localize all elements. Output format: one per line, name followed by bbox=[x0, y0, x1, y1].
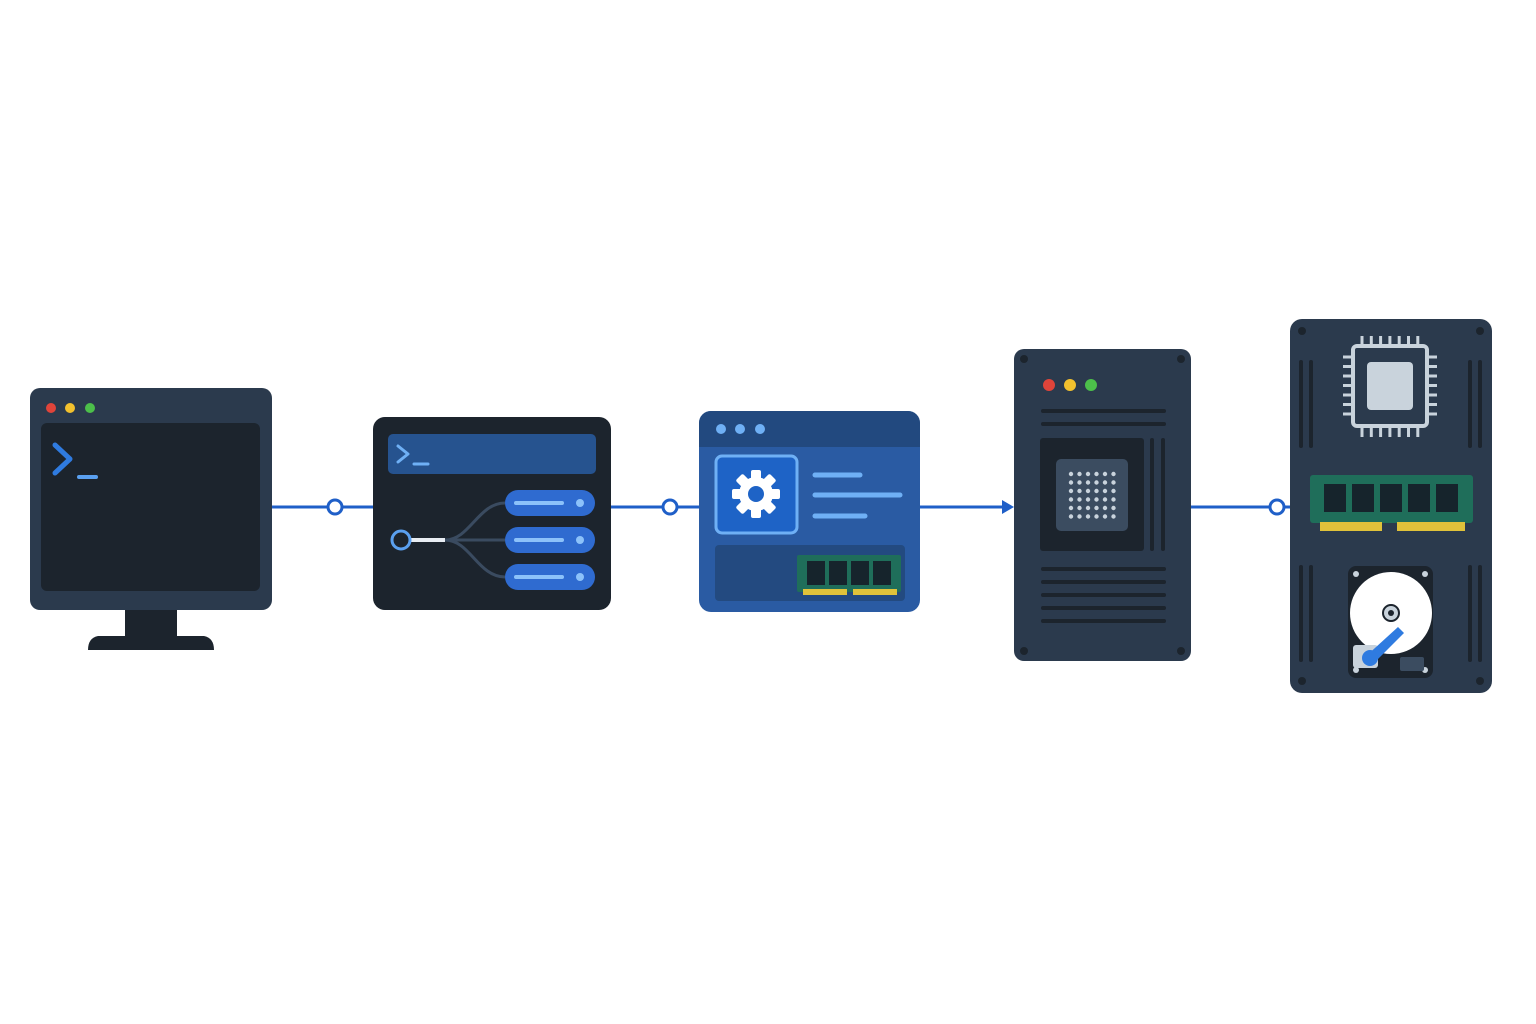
window-maximize-dot bbox=[85, 403, 95, 413]
chip-dot bbox=[1111, 480, 1116, 485]
chip-dot bbox=[1068, 488, 1074, 494]
hard-drive-icon bbox=[1348, 566, 1433, 678]
connector-server-to-hardware bbox=[1190, 498, 1291, 516]
router-prompt-bar bbox=[388, 434, 596, 474]
window-close-dot bbox=[46, 403, 56, 413]
chip-dot bbox=[1094, 505, 1099, 511]
ram-module-icon bbox=[797, 555, 901, 595]
status-light-yellow bbox=[1064, 379, 1076, 391]
chip-dot bbox=[1094, 514, 1099, 519]
chip-dot bbox=[1111, 505, 1116, 511]
chip-dot bbox=[1085, 488, 1091, 494]
chip-dot bbox=[1111, 471, 1116, 477]
chip-dot bbox=[1085, 514, 1091, 519]
settings-window bbox=[699, 411, 920, 612]
connector-node-icon bbox=[661, 498, 679, 516]
connector-node-icon bbox=[1268, 498, 1286, 516]
chip-dot bbox=[1068, 497, 1074, 502]
server-unit bbox=[1014, 349, 1191, 661]
chip-dot bbox=[1085, 471, 1091, 477]
arrow-head-icon bbox=[1002, 500, 1014, 514]
chip-dot bbox=[1068, 471, 1074, 477]
chip-dot bbox=[1085, 480, 1091, 485]
chip-dot bbox=[1111, 514, 1116, 519]
chip-dot-grid bbox=[1068, 471, 1116, 519]
router-output-3 bbox=[505, 564, 595, 590]
router-input-node-icon bbox=[390, 529, 412, 551]
chip-dot bbox=[1068, 480, 1074, 485]
left-side-vents bbox=[1299, 360, 1313, 662]
chip-dot bbox=[1094, 480, 1099, 485]
branching-router-icon bbox=[390, 501, 506, 579]
chip-dot bbox=[1102, 471, 1108, 477]
terminal-prompt-icon bbox=[52, 442, 98, 479]
chip-dot bbox=[1102, 514, 1108, 519]
server-bottom-vents bbox=[1041, 567, 1166, 623]
terminal-monitor bbox=[30, 388, 272, 650]
terminal-screen bbox=[41, 423, 260, 591]
gear-icon bbox=[732, 470, 780, 518]
connectors bbox=[272, 498, 1291, 516]
chip-dot bbox=[1077, 505, 1082, 511]
status-light-green bbox=[1085, 379, 1097, 391]
cpu-icon bbox=[1343, 336, 1437, 437]
hardware-components bbox=[1290, 319, 1492, 693]
terminal-prompt-icon bbox=[396, 444, 430, 466]
chip-dot bbox=[1077, 480, 1082, 485]
status-light-red bbox=[1043, 379, 1055, 391]
chip-dot bbox=[1068, 505, 1074, 511]
chip-dot bbox=[1085, 497, 1091, 502]
chip-dot bbox=[1077, 497, 1082, 502]
chip-dot bbox=[1102, 505, 1108, 511]
chip-dot bbox=[1102, 488, 1108, 494]
chip-dot bbox=[1068, 514, 1074, 519]
chip-dot bbox=[1077, 471, 1082, 477]
chip-dot bbox=[1094, 488, 1099, 494]
connector-terminal-to-router bbox=[272, 498, 374, 516]
router-output-2 bbox=[505, 527, 595, 553]
ram-stick-icon bbox=[1310, 475, 1473, 531]
chip-dot bbox=[1094, 497, 1099, 502]
chip-dot bbox=[1085, 505, 1091, 511]
processor-chip-icon bbox=[1056, 459, 1128, 531]
router-output-1 bbox=[505, 490, 595, 516]
monitor-stand bbox=[88, 610, 214, 650]
connector-settings-to-server bbox=[919, 500, 1014, 514]
chip-dot bbox=[1111, 497, 1116, 502]
chip-dot bbox=[1077, 488, 1082, 494]
chip-dot bbox=[1102, 497, 1108, 502]
server-top-vents bbox=[1041, 409, 1166, 426]
chip-dot bbox=[1094, 471, 1099, 477]
command-router bbox=[373, 417, 611, 610]
settings-text-lines bbox=[812, 472, 903, 519]
side-vents bbox=[1150, 438, 1165, 551]
window-minimize-dot bbox=[65, 403, 75, 413]
connector-router-to-settings bbox=[610, 498, 700, 516]
connector-node-icon bbox=[326, 498, 344, 516]
chip-dot bbox=[1077, 514, 1082, 519]
chip-dot bbox=[1102, 480, 1108, 485]
chip-dot bbox=[1111, 488, 1116, 494]
right-side-vents bbox=[1468, 360, 1482, 662]
